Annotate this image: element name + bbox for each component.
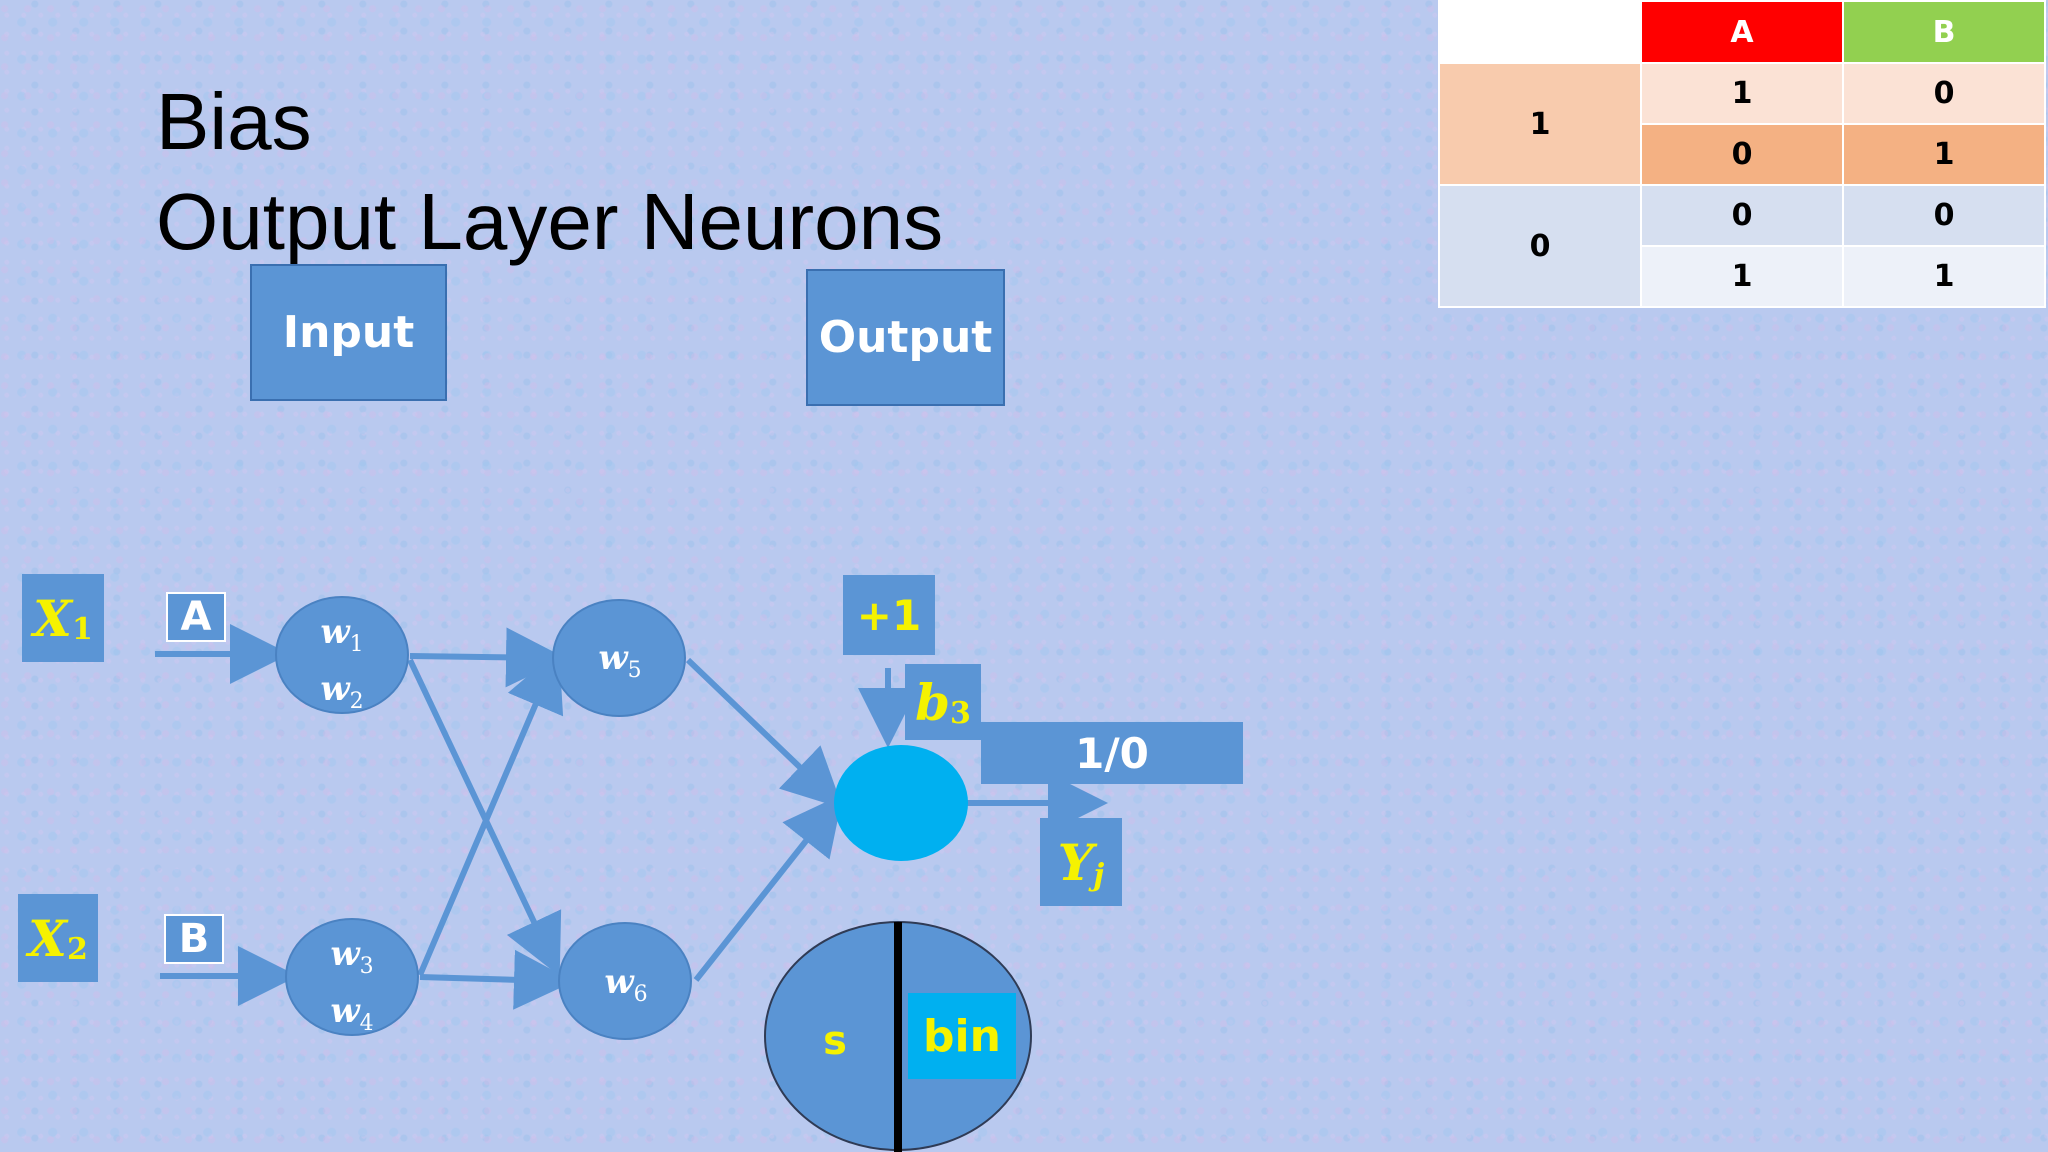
input-b-label: B (164, 914, 224, 964)
input-layer-label: Input (250, 264, 447, 401)
cell-b: 0 (1842, 62, 2046, 125)
bias-plus-one: +1 (843, 575, 935, 655)
activation-bin-label: bin (908, 993, 1016, 1079)
neuron-w5-label: w5 (598, 638, 642, 683)
title-line-1: Bias (156, 77, 312, 166)
edge-w6-to-output (693, 793, 844, 982)
neuron-w3-w4-label: w3 w4 (330, 934, 374, 1036)
output-result-box: 1/0 (981, 722, 1243, 784)
table-row: 0 1 (1439, 123, 2046, 186)
cell-b: 0 (1842, 184, 2046, 247)
neuron-w1-w2-label: w1 w2 (320, 612, 364, 714)
title-line-2: Output Layer Neurons (156, 177, 944, 266)
neuron-w6 (558, 922, 692, 1040)
table-row: 1 1 (1439, 245, 2046, 308)
table-row: 0 0 0 (1438, 184, 2046, 308)
neuron-w6-label: w6 (604, 962, 648, 1007)
group-label-1: 1 (1438, 62, 1642, 186)
neuron-w1-w2 (275, 596, 409, 714)
cell-b: 1 (1842, 123, 2046, 186)
truth-table-corner (1438, 0, 1642, 64)
group-label-0: 0 (1438, 184, 1642, 308)
edge-w34-to-w6 (419, 949, 574, 1010)
truth-table-header-row: A B (1438, 0, 2046, 64)
table-row: 1 1 0 (1438, 62, 2046, 186)
cell-a: 0 (1640, 123, 1844, 186)
truth-table: A B 1 1 0 0 1 0 0 0 1 1 (1438, 0, 2046, 308)
edge-w34-to-w5 (417, 649, 564, 977)
cell-b: 1 (1842, 245, 2046, 308)
output-layer-label: Output (806, 269, 1005, 406)
neuron-w5 (552, 599, 686, 717)
edge-w5-to-output (685, 657, 843, 809)
output-neuron (834, 745, 968, 861)
neuron-w3-w4 (285, 918, 419, 1036)
truth-table-header-a: A (1640, 0, 1844, 64)
input-a-label: A (166, 592, 226, 642)
edge-w12-to-w6 (407, 658, 562, 977)
activation-s-label: s (823, 1018, 847, 1064)
cell-a: 1 (1640, 245, 1844, 308)
slide-title: Bias Output Layer Neurons (156, 72, 943, 272)
cell-a: 0 (1640, 184, 1844, 247)
edge-w12-to-w5 (409, 627, 566, 688)
truth-table-header-b: B (1842, 0, 2046, 64)
cell-a: 1 (1640, 62, 1844, 125)
